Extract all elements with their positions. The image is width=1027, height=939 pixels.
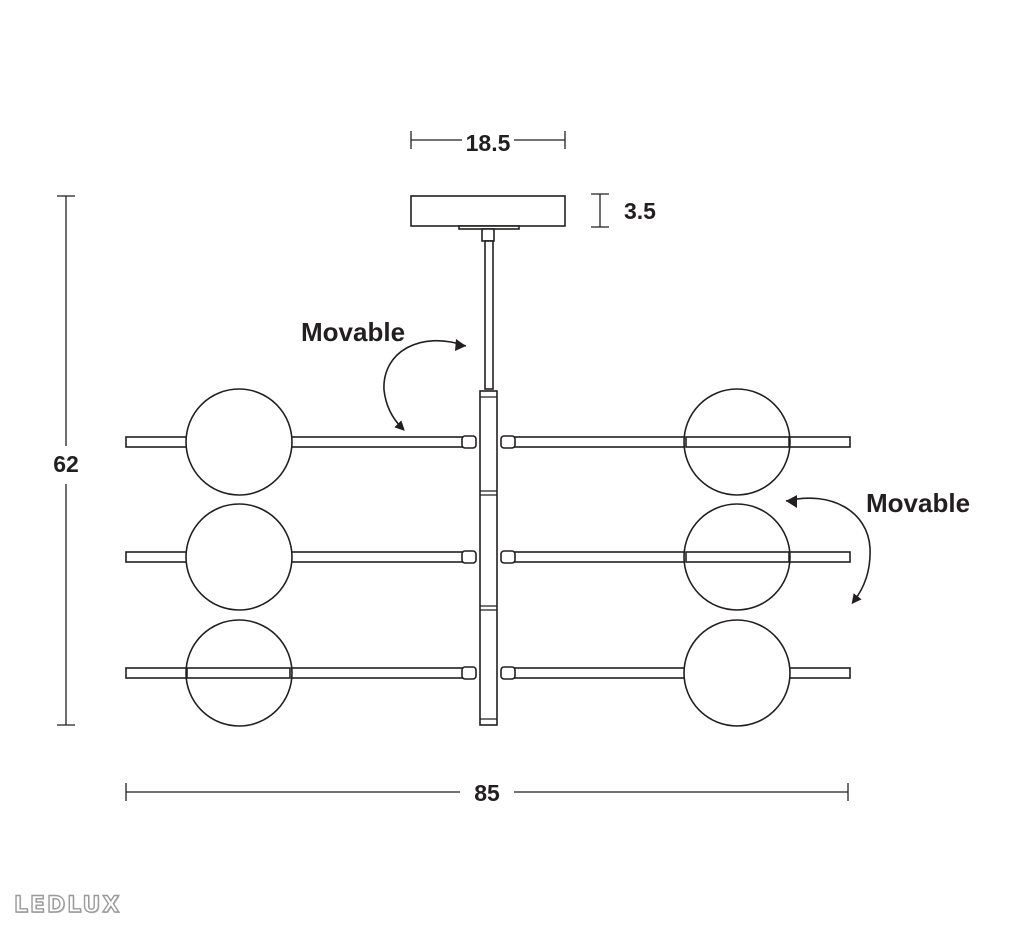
globe-left-1 [185,388,293,496]
arm-row-2 [125,503,851,611]
arm-joint-right-3 [500,666,516,680]
central-column [479,390,498,726]
movable-label-lower: Movable [866,488,970,518]
arm-joint-right-2 [500,550,516,564]
arm-right-1 [502,436,851,448]
arm-joint-right-1 [500,435,516,449]
suspension-rod [484,240,494,390]
ledlux-watermark-logo: LEDLUX [13,892,122,918]
canopy-height-label: 3.5 [624,198,656,224]
arm-over-globe-left-3 [186,667,291,679]
arm-left-2 [125,551,475,563]
ceiling-canopy [410,195,566,227]
total-height-label: 62 [53,451,79,477]
movable-annotation-lower: Movable [785,488,970,605]
rotate-arrow-lower-icon [785,497,871,605]
arm-joint-left-1 [461,435,477,449]
arm-left-1 [125,436,475,448]
arm-right-3 [502,667,851,679]
arm-joint-left-2 [461,550,477,564]
globe-left-2 [185,503,293,611]
arm-right-2 [502,551,851,563]
total-height-dimension: 62 [53,195,79,726]
movable-annotation-upper: Movable [301,317,467,431]
total-width-label: 85 [474,780,500,806]
globe-right-3 [683,619,791,727]
arm-over-globe-right-1 [685,436,790,448]
rotate-arrow-upper-icon [383,339,467,431]
arm-left-3 [125,667,475,679]
rod-connector [481,228,495,242]
arm-over-globe-right-2 [685,551,790,563]
canopy-height-dimension: 3.5 [591,193,656,228]
canopy-width-label: 18.5 [466,130,511,156]
canopy-width-dimension: 18.5 [410,130,566,156]
arm-row-1 [125,388,851,496]
arm-row-3 [125,619,851,727]
movable-label-upper: Movable [301,317,405,347]
total-width-dimension: 85 [125,780,849,806]
rotate-arrow-upper-tail-head [455,339,466,351]
rotate-arrow-lower-tail-head [786,495,797,508]
arm-joint-left-3 [461,666,477,680]
